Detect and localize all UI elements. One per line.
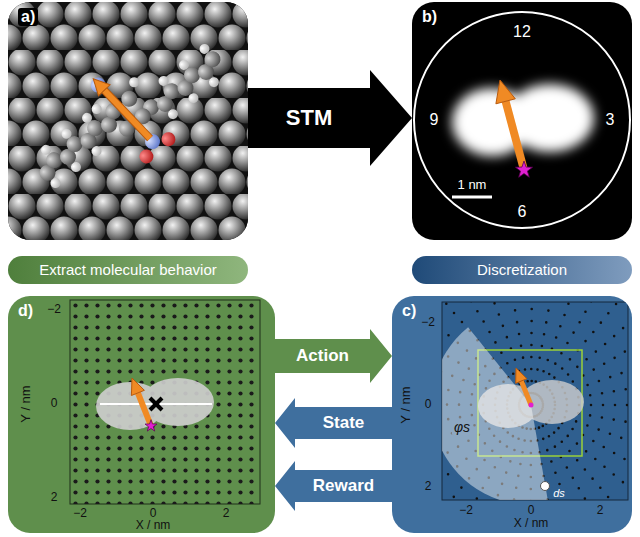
panel-label: d) (18, 302, 33, 320)
svg-line (104, 86, 150, 142)
svg-line (138, 393, 151, 426)
stm-arrow (248, 70, 412, 166)
tick-label: 0 (528, 504, 535, 517)
tick-label: −2 (459, 504, 473, 517)
svg-line (506, 101, 524, 170)
axis-title: X / nm (136, 519, 171, 532)
svg-line (104, 86, 150, 142)
arrow-label: STM (286, 106, 332, 130)
tick-label: 0 (425, 398, 432, 411)
clock-number: 9 (430, 111, 439, 129)
tick-label: −2 (421, 316, 435, 329)
tick-label: 2 (223, 507, 230, 520)
distance-symbol: ds (551, 487, 567, 499)
arrow-label: Action (296, 347, 349, 366)
axis-title: Y / nm (19, 385, 33, 422)
svg-circle (159, 129, 179, 149)
tick-label: −2 (47, 303, 61, 316)
panel-label: a) (18, 8, 38, 26)
svg-rect (8, 2, 248, 240)
svg-circle (137, 147, 157, 167)
svg-circle (442, 302, 628, 500)
svg-circle (541, 482, 550, 491)
svg-use (145, 420, 157, 431)
svg-g (31, 32, 227, 198)
svg-circle (442, 302, 628, 500)
svg-path (442, 327, 548, 500)
step-pill: Discretization (412, 256, 632, 284)
svg-rect (70, 300, 260, 504)
tick-label: 2 (597, 504, 604, 517)
svg-rect (70, 300, 260, 504)
scale-label: 1 nm (458, 178, 487, 192)
reward-arrow (275, 461, 392, 511)
step-pill: Extract molecular behavior (8, 256, 248, 284)
svg-line (150, 398, 162, 410)
panel-label: c) (402, 302, 416, 320)
angle-symbol: φs (452, 420, 472, 435)
axis-title: Y / nm (399, 386, 413, 423)
svg-g (96, 378, 214, 430)
image-panel: a) (8, 2, 248, 240)
svg-g (442, 302, 628, 500)
tick-label: 2 (425, 480, 432, 493)
svg-circle (442, 302, 628, 500)
adsorption-render (8, 2, 248, 240)
svg-g (13, 9, 245, 222)
panel-label: b) (422, 8, 437, 26)
svg-line (452, 196, 492, 199)
axis-title: X / nm (514, 517, 549, 530)
agent-plot (8, 296, 275, 533)
svg-polygon (131, 378, 144, 396)
step-label: Extract molecular behavior (39, 262, 217, 279)
state-arrow (275, 398, 392, 448)
svg-polygon (516, 368, 527, 383)
clock-number: 6 (518, 203, 527, 221)
svg-circle (127, 75, 141, 89)
tick-label: 2 (51, 491, 58, 504)
arrow-label: State (323, 414, 365, 433)
action-arrow (275, 329, 392, 383)
clock-number: 12 (513, 23, 531, 41)
svg-g (452, 84, 594, 156)
tick-label: 0 (51, 397, 58, 410)
agent-panel: d)Y / nm−202−202X / nm (8, 296, 275, 533)
svg-circle (529, 403, 534, 408)
tick-label: −2 (73, 507, 87, 520)
svg-circle (414, 12, 630, 228)
environment-panel: c) Y / nm −2 0 2 −2 0 2 X / nm φs ds (392, 296, 632, 533)
svg-polygon (88, 73, 111, 96)
svg-polygon (496, 80, 515, 104)
environment-plot (392, 296, 632, 533)
svg-ellipse (142, 378, 214, 426)
svg-line (521, 381, 531, 405)
arrow-label: Reward (313, 477, 374, 496)
clock-number: 3 (606, 111, 615, 129)
svg-circle (90, 102, 104, 116)
svg-g (28, 27, 231, 204)
step-label: Discretization (477, 262, 567, 279)
svg-circle (201, 48, 223, 70)
svg-line (150, 398, 162, 410)
svg-use (515, 161, 532, 177)
stm-panel: b) 12 9 3 6 1 nm (412, 2, 632, 240)
